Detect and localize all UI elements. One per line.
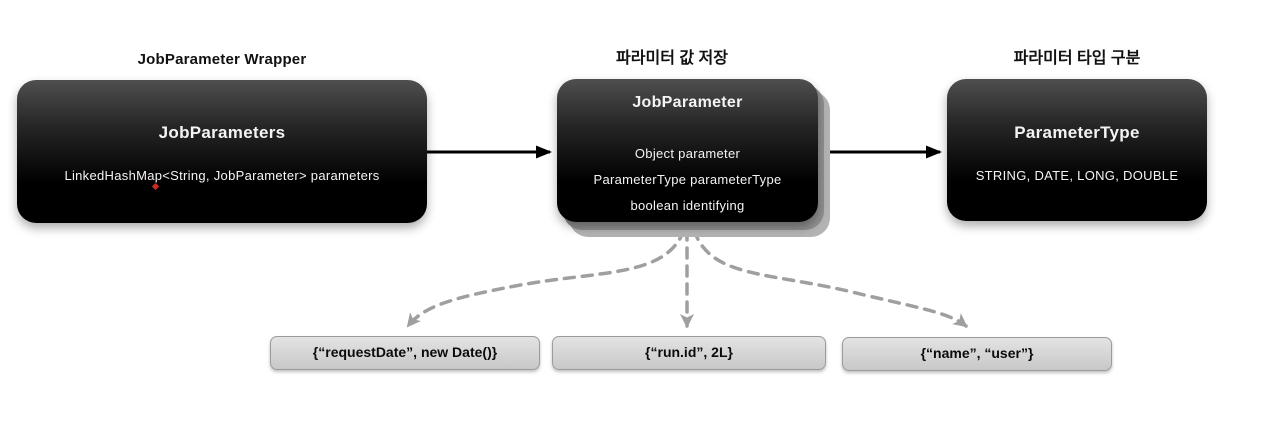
caption-parameter-type-classification: 파라미터 타입 구분 <box>1013 50 1141 67</box>
dashed-arrow-to-example-name-user <box>692 228 968 328</box>
caption-jobparameter-wrapper: JobParameter Wrapper <box>137 51 307 68</box>
node-jobparameter-title: JobParameter <box>632 94 743 111</box>
dashed-arrow-to-example-requestdate <box>406 228 686 328</box>
node-jobparameters: JobParameters LinkedHashMap<String, JobP… <box>17 80 427 223</box>
example-runid: {“run.id”, 2L} <box>552 336 826 370</box>
example-requestdate: {“requestDate”, new Date()} <box>270 336 540 370</box>
node-jobparameter-field-identifying: boolean identifying <box>630 198 745 213</box>
example-name-user: {“name”, “user”} <box>842 337 1112 371</box>
node-jobparameter: JobParameter Object parameter ParameterT… <box>557 79 818 222</box>
node-jobparameters-field: LinkedHashMap<String, JobParameter> para… <box>64 168 380 183</box>
node-jobparameter-field-parameter: Object parameter <box>634 146 741 161</box>
node-parametertype-title: ParameterType <box>1014 123 1140 142</box>
node-jobparameters-title: JobParameters <box>158 123 286 142</box>
node-parametertype: ParameterType STRING, DATE, LONG, DOUBLE <box>947 79 1207 221</box>
node-jobparameter-field-parametertype: ParameterType parameterType <box>593 172 782 187</box>
caption-parameter-value-storage: 파라미터 값 저장 <box>616 50 728 67</box>
node-parametertype-field: STRING, DATE, LONG, DOUBLE <box>975 168 1179 183</box>
